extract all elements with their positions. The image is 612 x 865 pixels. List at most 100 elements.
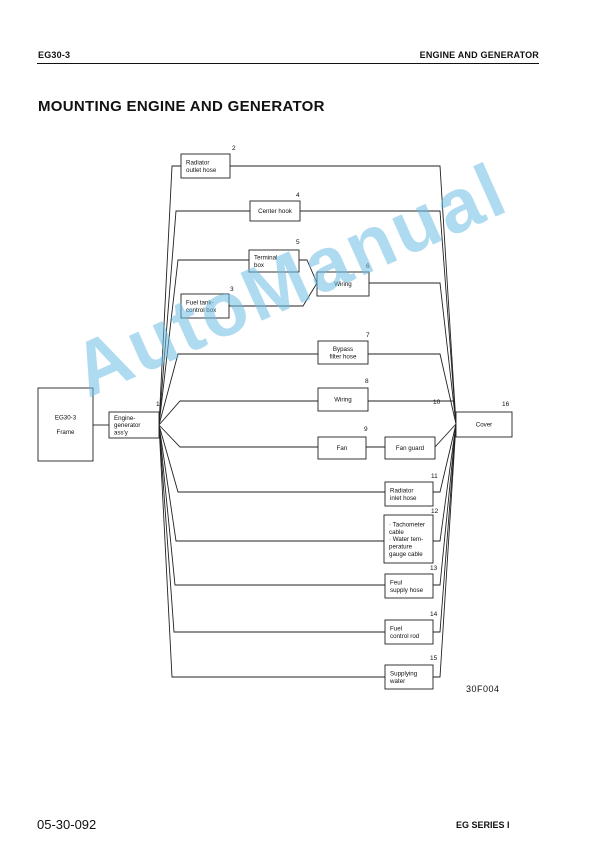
node-label: control rod [390, 633, 420, 640]
terminal-wiring-line [299, 259, 318, 284]
node-label: filter hose [330, 353, 357, 360]
node-label: cable [389, 529, 404, 536]
node-label: Center hook [258, 208, 293, 215]
spoke-center-hook [158, 210, 250, 426]
node-label: water [389, 678, 405, 685]
node-label: Wiring [334, 397, 352, 404]
node-box [249, 200, 301, 222]
node-box [248, 249, 300, 273]
node-label: Bypass [333, 346, 353, 353]
node-number: 1 [156, 401, 160, 408]
node-label: Fuel [390, 626, 402, 633]
node-box [384, 573, 434, 599]
wiring6-cover-line [369, 282, 457, 425]
node-box [384, 481, 434, 507]
node-number: 7 [366, 332, 370, 339]
node-box [384, 664, 434, 690]
figure-code: 30F004 [466, 684, 500, 694]
engine-wiring8-upper [158, 400, 457, 426]
node-label: inlet hose [390, 495, 417, 502]
spoke-fuel-control [158, 424, 385, 633]
node-label: Wiring [334, 281, 352, 288]
node-number: 16 [502, 401, 510, 408]
header-right: ENGINE AND GENERATOR [419, 50, 539, 60]
node-label: Cover [476, 422, 493, 429]
node-label: Terminal [254, 255, 277, 262]
spoke-bypass [158, 353, 318, 426]
node-fuel-tank: Fuel tank-control box 3 [180, 286, 234, 319]
spoke-terminal-box [158, 259, 249, 426]
node-label: outlet hose [186, 167, 217, 174]
node-cover: Cover 16 [455, 401, 513, 438]
node-number: 4 [296, 192, 300, 199]
radiator-inlet-cover [433, 423, 457, 493]
node-number: 10 [433, 399, 441, 406]
node-label: control box [186, 307, 217, 314]
node-label: generator [114, 422, 141, 429]
node-box [455, 411, 513, 438]
footer-series: EG SERIES I [456, 820, 510, 830]
node-label: perature [389, 544, 413, 551]
node-label: Fan [337, 445, 348, 452]
fanguard-cover-line [434, 423, 457, 448]
page-title: MOUNTING ENGINE AND GENERATOR [38, 98, 325, 115]
node-number: 11 [431, 473, 438, 480]
node-box [317, 387, 369, 412]
header-rule [37, 63, 539, 64]
node-box [37, 387, 94, 462]
node-number: 6 [366, 263, 370, 270]
node-label: Feul [390, 580, 402, 587]
spoke-fuel-supply [158, 424, 385, 586]
node-label: Frame [57, 429, 75, 436]
node-box [180, 153, 231, 179]
footer-page-number: 05-30-092 [37, 817, 97, 832]
node-box [317, 436, 367, 460]
water-cover [433, 423, 457, 678]
spoke-radiator-inlet [158, 424, 385, 493]
node-number: 5 [296, 239, 300, 246]
node-label: gauge cable [389, 551, 423, 558]
node-number: 15 [430, 655, 438, 662]
node-label: supply hose [390, 587, 424, 594]
node-box [384, 619, 434, 645]
node-label: Radiator [390, 488, 413, 495]
header-left: EG30-3 [38, 50, 71, 60]
spoke-tacho [158, 424, 384, 542]
node-box [180, 293, 230, 319]
node-label: · Tachometer [389, 521, 425, 528]
node-box [316, 271, 370, 297]
node-label: box [254, 262, 265, 269]
node-label: Engine- [114, 415, 135, 422]
spoke-water [158, 424, 385, 678]
node-center-hook: Center hook 4 [249, 192, 301, 222]
node-label: Radiator [186, 160, 209, 167]
node-number: 8 [365, 378, 369, 385]
node-label: · Water tem- [389, 536, 423, 543]
node-number: 13 [430, 565, 438, 572]
node-label: Fan guard [396, 445, 425, 452]
node-number: 3 [230, 286, 234, 293]
fueltank-wiring-line [229, 282, 318, 307]
bypass-cover-line [368, 353, 457, 425]
node-box [317, 340, 369, 365]
node-number: 2 [232, 145, 236, 152]
spoke-radiator-outlet [158, 165, 181, 426]
center-hook-cover [300, 210, 457, 425]
node-fan-guard: Fan guard 10 [384, 399, 441, 460]
node-label: Supplying [390, 671, 418, 678]
node-box [383, 514, 434, 564]
node-box [384, 436, 436, 460]
fuel-supply-cover [433, 423, 457, 586]
radiator-outlet-cover [230, 165, 457, 425]
node-label: Fuel tank- [186, 300, 214, 307]
